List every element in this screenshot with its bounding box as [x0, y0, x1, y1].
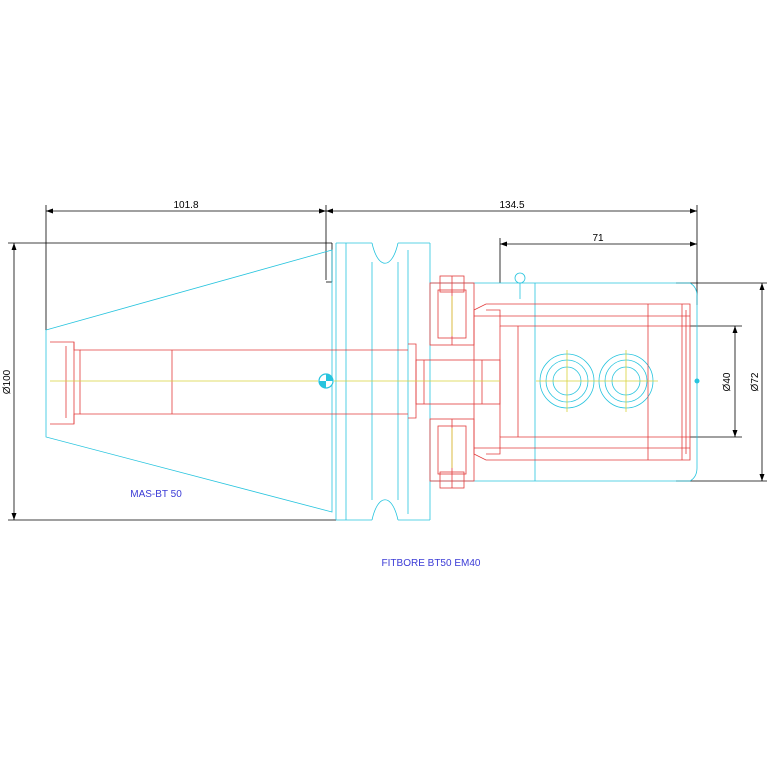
product-name-label: FITBORE BT50 EM40 — [382, 558, 481, 569]
dimension-taper-diameter: Ø100 — [2, 369, 13, 394]
centerlines — [50, 296, 658, 468]
dimension-bore-depth: 71 — [592, 233, 604, 244]
shank-name-label: MAS-BT 50 — [130, 489, 182, 500]
dimension-outer-diameter: Ø72 — [750, 372, 761, 391]
dimension-bore-diameter: Ø40 — [722, 372, 733, 391]
dimension-lines — [8, 205, 767, 521]
dimension-total-length: 134.5 — [499, 200, 524, 211]
holder-outline — [45, 242, 700, 521]
dimension-taper-length: 101.8 — [173, 200, 198, 211]
